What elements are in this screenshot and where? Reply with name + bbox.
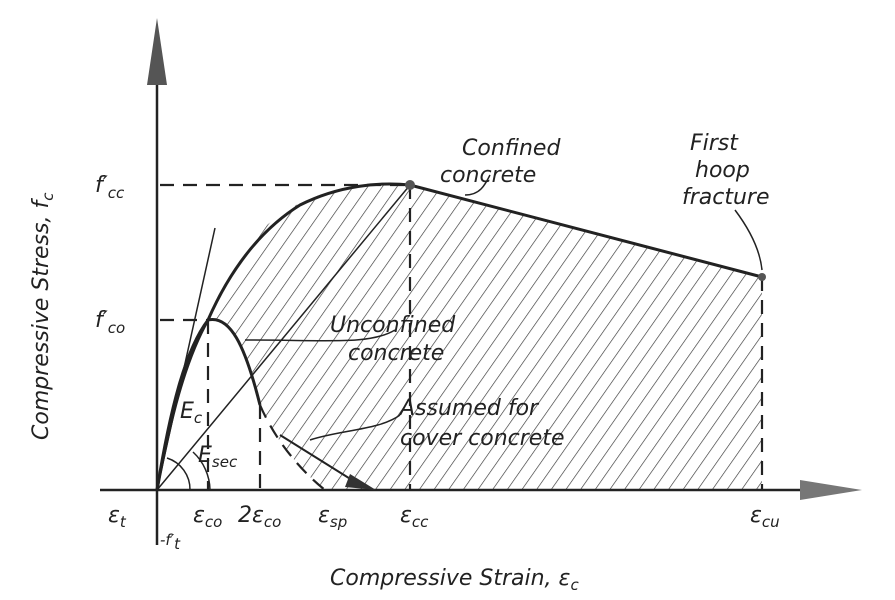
cover-arrow-head [345, 474, 376, 490]
strain-label-esp: εsp [318, 503, 347, 531]
y-axis-arrow [147, 18, 167, 85]
esec-label: Esec [198, 443, 238, 471]
x-axis-label: Compressive Strain, εc [330, 566, 579, 594]
cover-arrow [279, 434, 361, 486]
x-axis-arrow [800, 480, 862, 500]
ft-label: -f′t [160, 531, 181, 553]
unconfined-label-1: Unconfined [330, 313, 456, 338]
strain-label-ecc: εcc [400, 503, 429, 531]
fcc-label: f′cc [95, 173, 125, 202]
hoop-fracture-point [758, 273, 766, 281]
unconfined-concrete-curve [155, 318, 262, 491]
peak-confined-point [405, 180, 415, 190]
cover-label-1: Assumed for [398, 396, 540, 421]
fco-label: f′co [95, 308, 125, 337]
ec-angle-arc [166, 457, 191, 491]
fracture-label-1: First [690, 131, 739, 156]
y-axis-label: Compressive Stress, fc [29, 192, 57, 440]
secant-modulus-line [156, 184, 411, 491]
strain-label-2eco: 2εco [238, 503, 281, 531]
unconfined-label-2: concrete [348, 341, 444, 366]
strain-label-ecu: εcu [750, 503, 780, 531]
fracture-label-2: hoop [695, 158, 750, 183]
confined-label-1: Confined [462, 136, 561, 161]
strain-label-eco: εco [193, 503, 222, 531]
ec-label: Ec [180, 399, 203, 427]
esec-angle-arc [192, 451, 211, 491]
confined-label-2: concrete [440, 163, 536, 188]
strain-label-et: εt [108, 503, 127, 531]
fracture-label-3: fracture [682, 185, 770, 210]
cover-label-2: cover concrete [400, 426, 564, 451]
confined-concrete-curve [155, 182, 763, 491]
leader-lines [244, 174, 763, 441]
